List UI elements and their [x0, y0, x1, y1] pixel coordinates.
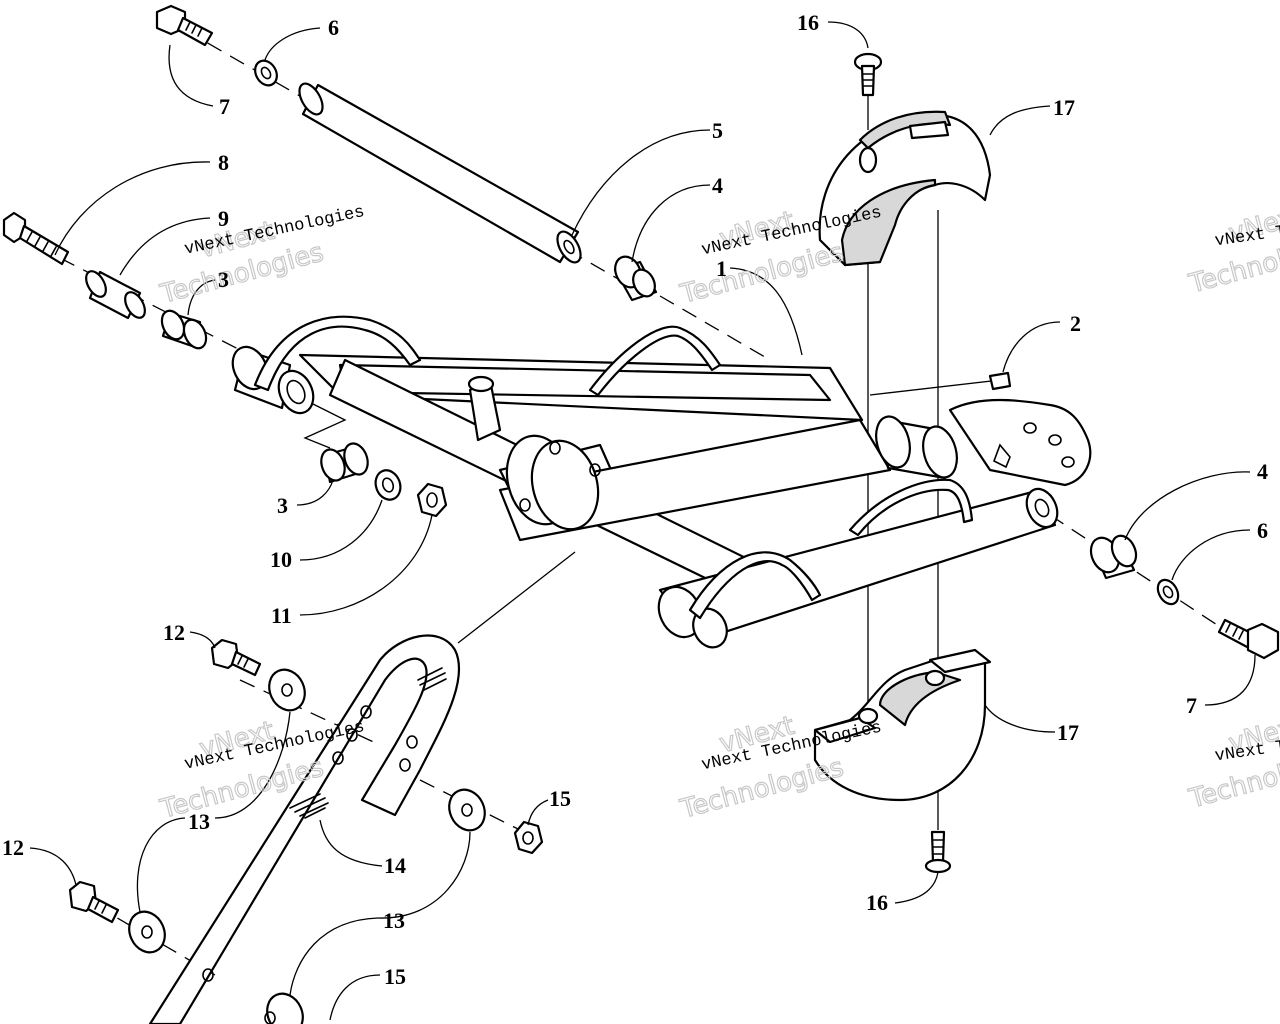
watermark: vNext vNext Technologies Technologies vN…: [156, 200, 1280, 826]
callout-4-lower: 4: [1257, 459, 1268, 484]
callout-5: 5: [712, 118, 723, 143]
callout-16-lower: 16: [866, 890, 888, 915]
swing-arm-1: [231, 315, 1092, 649]
callout-9: 9: [218, 206, 229, 231]
washer-13-b: [448, 788, 486, 832]
callout-labels: 1 2 3 3 4 4 5 6 6 7 7 8 9 10 11 12 12 13…: [2, 10, 1268, 989]
bushing-3-lower: [320, 442, 369, 484]
callout-17-upper: 17: [1053, 95, 1075, 120]
bolt-7-lower: [1217, 618, 1280, 660]
washer-13-a: [268, 668, 306, 712]
bolt-7-top: [155, 4, 214, 47]
callout-12-upper: 12: [163, 620, 185, 645]
callout-11: 11: [271, 603, 292, 628]
screw-2: [988, 371, 1012, 391]
callout-13-a: 13: [188, 809, 210, 834]
callout-17-lower: 17: [1057, 720, 1079, 745]
callout-15-lower: 15: [384, 964, 406, 989]
screw-16-bottom: [924, 830, 952, 874]
leader-lines: [29, 21, 1256, 1021]
washer-10: [374, 469, 402, 501]
nut-11: [416, 482, 448, 518]
callout-7-upper: 7: [219, 94, 230, 119]
callout-12-lower: 12: [2, 835, 24, 860]
callout-10: 10: [270, 547, 292, 572]
callout-1: 1: [716, 256, 727, 281]
callout-15-upper: 15: [549, 786, 571, 811]
nut-15: [513, 820, 544, 855]
bolt-12-lower: [68, 880, 120, 924]
callout-7-lower: 7: [1186, 693, 1197, 718]
bolt-8: [2, 211, 70, 266]
bushing-3-upper: [160, 309, 208, 350]
callout-13-b: 13: [383, 908, 405, 933]
washer-6-top: [254, 59, 278, 87]
callout-16-upper: 16: [797, 10, 819, 35]
callout-14: 14: [384, 853, 406, 878]
callout-3-lower: 3: [277, 493, 288, 518]
bolt-12-upper: [210, 638, 262, 677]
washer-13-c: [128, 910, 166, 954]
cover-17-bottom: [813, 648, 992, 802]
callout-2: 2: [1070, 311, 1081, 336]
cover-17-top: [818, 110, 992, 267]
spacer-9: [85, 270, 146, 320]
bushing-4-lower: [1089, 534, 1138, 580]
callout-6-lower: 6: [1257, 518, 1268, 543]
washer-6-lower: [1156, 578, 1180, 606]
strap-14: [148, 634, 461, 1024]
callout-3-upper: 3: [218, 267, 229, 292]
shaft-5: [298, 82, 582, 264]
washer-13-d: [264, 992, 304, 1024]
bushing-4-upper: [613, 255, 658, 302]
callout-6-upper: 6: [328, 15, 339, 40]
callout-4-upper: 4: [712, 173, 723, 198]
callout-8: 8: [218, 150, 229, 175]
screw-16-top: [853, 52, 883, 97]
